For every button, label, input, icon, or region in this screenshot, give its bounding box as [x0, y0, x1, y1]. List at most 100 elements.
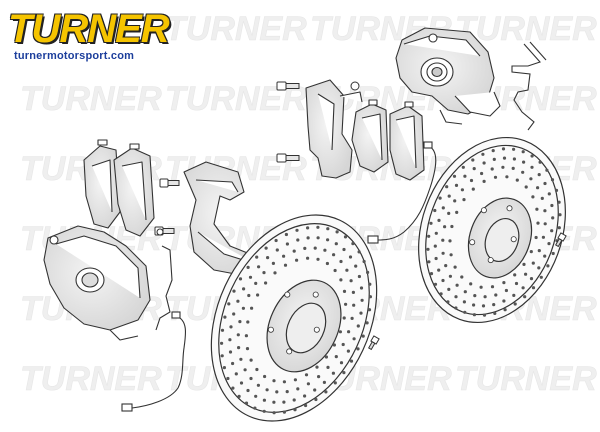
drill-hole: [481, 304, 486, 308]
drill-hole: [223, 315, 227, 319]
lug-hole: [506, 205, 513, 212]
drill-hole: [296, 238, 300, 242]
wear-sensor-rear: [367, 141, 437, 244]
rotor-front-lug-holes: [267, 291, 320, 355]
drill-hole: [342, 289, 347, 293]
drill-hole: [502, 281, 506, 285]
drill-hole: [313, 246, 317, 250]
drill-hole: [462, 300, 466, 304]
drill-hole: [482, 161, 486, 165]
drill-hole: [345, 268, 349, 272]
drill-hole: [502, 299, 506, 303]
drill-hole: [529, 277, 534, 281]
drill-hole: [444, 264, 448, 268]
drill-hole: [479, 285, 483, 289]
drill-hole: [339, 361, 344, 365]
drill-hole: [220, 328, 225, 332]
drill-hole: [452, 174, 457, 178]
drill-hole: [429, 221, 433, 225]
drill-hole: [453, 199, 457, 203]
drill-hole: [282, 380, 286, 384]
drill-hole: [512, 293, 516, 297]
drill-hole: [242, 287, 246, 291]
drill-hole: [273, 271, 277, 275]
drill-hole: [471, 187, 475, 191]
lug-hole: [469, 239, 476, 246]
drill-hole: [368, 295, 372, 299]
drill-hole: [537, 249, 541, 253]
caliper-carrier-right: [305, 79, 363, 179]
caliper-carrier-left: [183, 161, 265, 277]
lug-hole: [487, 257, 494, 264]
drill-hole: [480, 171, 484, 176]
drill-hole: [350, 316, 354, 320]
drill-hole: [266, 256, 270, 260]
drill-hole: [359, 286, 364, 290]
drill-hole: [434, 231, 438, 235]
drill-hole: [543, 209, 547, 213]
drill-hole: [347, 330, 351, 334]
drill-hole: [332, 343, 336, 347]
drill-hole: [246, 265, 250, 269]
drill-hole: [471, 158, 475, 162]
drill-hole: [558, 213, 562, 217]
drill-hole: [433, 282, 438, 286]
drill-hole: [296, 387, 300, 391]
drill-hole: [531, 286, 536, 290]
drill-hole: [339, 259, 343, 264]
drill-hole: [283, 263, 288, 267]
drill-hole: [222, 366, 226, 370]
drill-hole: [236, 333, 240, 337]
drill-hole: [426, 247, 430, 251]
drill-hole: [316, 225, 320, 229]
drill-hole: [346, 349, 350, 353]
pad-retaining-spring-left: [155, 228, 173, 331]
drill-hole: [537, 173, 541, 177]
watermark-text: TURNER: [165, 10, 307, 48]
drill-hole: [427, 260, 431, 264]
drill-hole: [246, 388, 250, 393]
drill-hole: [263, 374, 267, 379]
drill-hole: [463, 290, 467, 294]
drill-hole: [357, 274, 361, 279]
caliper-bolts: [154, 81, 360, 236]
drill-hole: [237, 394, 241, 398]
brake-pads-left: [83, 139, 155, 237]
drill-hole: [325, 261, 329, 266]
drill-hole: [443, 225, 447, 229]
drill-hole: [304, 373, 309, 377]
drill-hole: [461, 165, 465, 169]
drill-hole: [254, 394, 258, 398]
drill-hole: [366, 270, 370, 274]
logo-url: turnermotorsport.com: [14, 50, 135, 62]
drill-hole: [368, 282, 372, 286]
drill-hole: [503, 308, 507, 312]
drill-hole: [483, 295, 487, 299]
drill-hole: [543, 181, 547, 186]
drill-hole: [493, 175, 498, 179]
drill-hole: [501, 165, 505, 169]
drill-hole: [433, 244, 437, 248]
drill-hole: [338, 330, 342, 334]
drill-hole: [492, 157, 496, 161]
drill-hole: [512, 157, 517, 161]
drill-hole: [248, 275, 253, 279]
brake-caliper-right: [395, 27, 501, 125]
drill-hole: [454, 183, 459, 187]
drill-hole: [522, 262, 526, 266]
drill-hole: [490, 167, 494, 171]
drill-hole: [232, 289, 236, 293]
drill-hole: [231, 361, 235, 366]
drill-hole: [334, 355, 338, 359]
drill-hole: [236, 299, 240, 303]
drill-hole: [521, 150, 525, 154]
drill-hole: [441, 238, 445, 242]
drill-hole: [306, 382, 310, 386]
brake-rotor-rear: [418, 136, 566, 324]
drill-hole: [282, 254, 286, 258]
lug-hole: [313, 326, 320, 333]
drill-hole: [455, 210, 459, 214]
drill-hole: [293, 408, 297, 412]
drill-hole: [429, 272, 434, 276]
